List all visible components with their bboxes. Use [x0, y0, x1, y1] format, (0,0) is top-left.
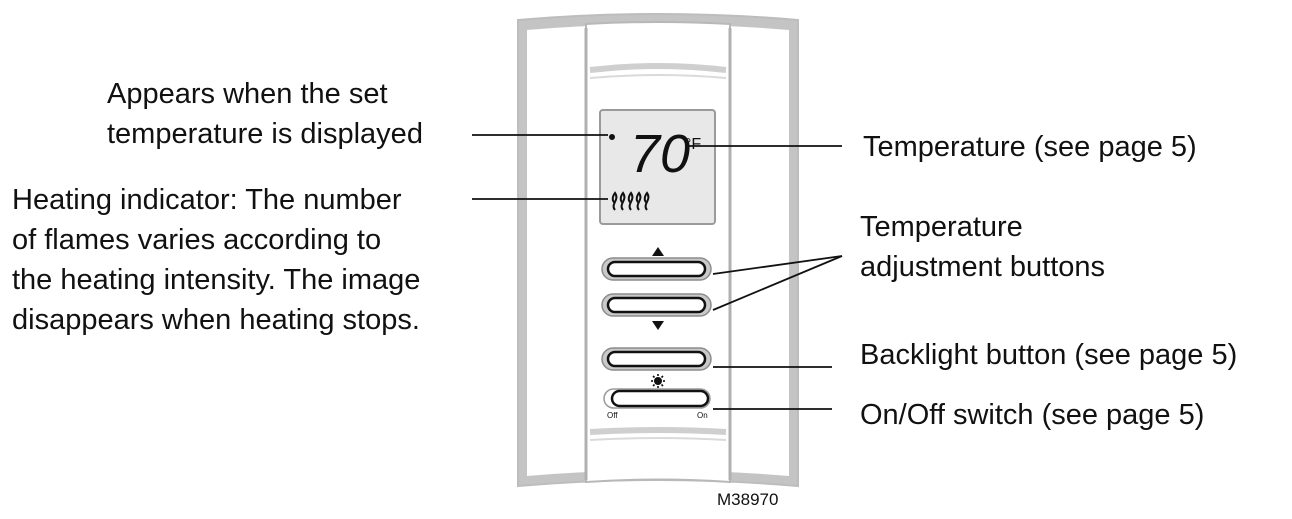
up-arrow-icon [652, 247, 664, 256]
lcd-display: 70 °F [599, 109, 716, 225]
switch-off-label: Off [607, 411, 618, 420]
callout-backlight: Backlight button (see page 5) [860, 339, 1238, 371]
temperature-unit: °F [685, 136, 701, 153]
backlight-button[interactable] [601, 347, 712, 388]
leader-lines [472, 134, 843, 410]
callout-onoff: On/Off switch (see page 5) [860, 399, 1205, 431]
temperature-up-button[interactable] [601, 247, 712, 281]
set-temperature-indicator [609, 134, 615, 140]
heating-flames-icon [611, 191, 650, 211]
temperature-down-button[interactable] [601, 293, 712, 330]
callout-adjust-buttons: Temperature adjustment buttons [860, 211, 1106, 283]
switch-on-label: On [697, 411, 708, 420]
callout-heating-indicator: Heating indicator: The number of flames … [12, 184, 421, 336]
onoff-switch[interactable]: Off On [603, 388, 711, 420]
figure-id: M38970 [717, 490, 778, 509]
down-arrow-icon [652, 321, 664, 330]
leader-down-button [712, 255, 843, 311]
callout-set-temperature: Appears when the set temperature is disp… [107, 78, 423, 150]
backlight-icon [651, 374, 665, 388]
callout-temperature: Temperature (see page 5) [863, 131, 1197, 163]
leader-up-button [712, 255, 843, 275]
temperature-readout: 70 [630, 124, 690, 184]
